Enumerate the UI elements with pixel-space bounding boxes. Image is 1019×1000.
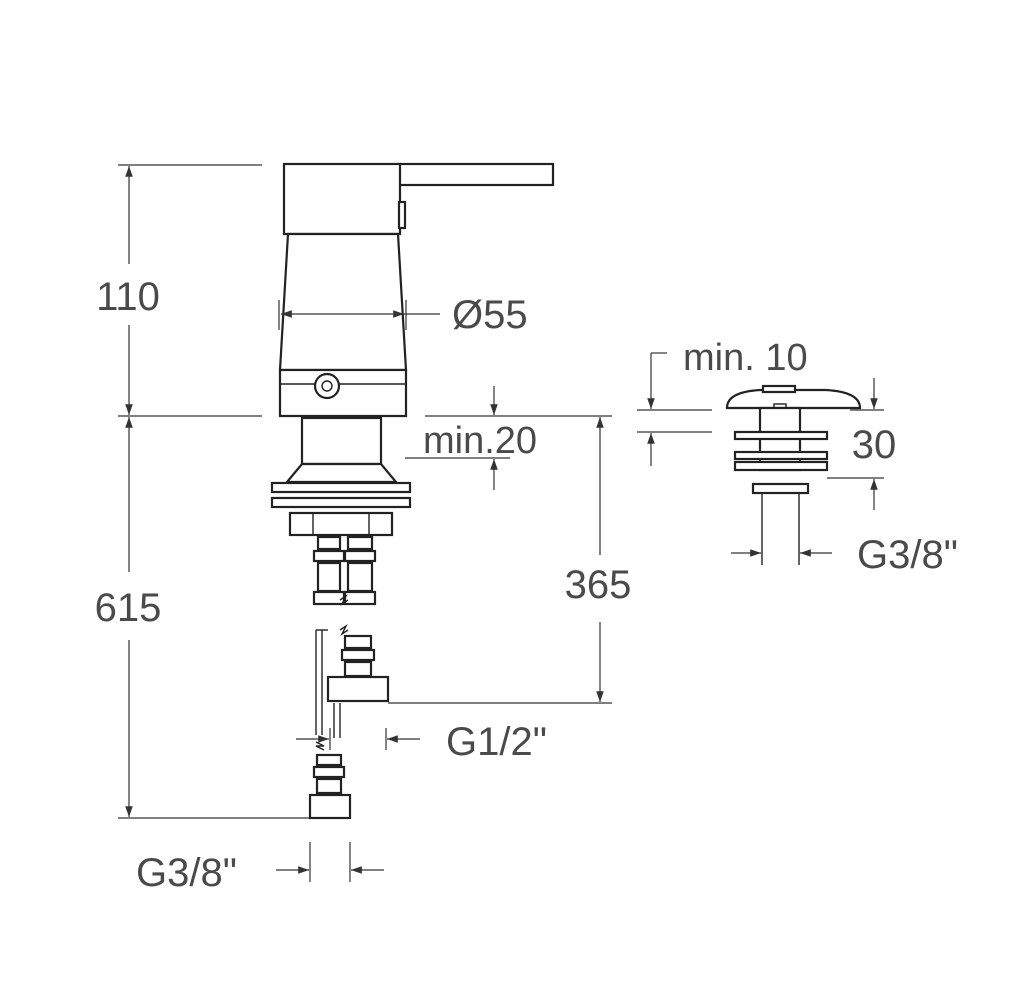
min-10-dimension bbox=[637, 352, 712, 466]
height-30-dimension bbox=[827, 378, 884, 510]
set-screw-outer bbox=[313, 372, 341, 400]
faucet-body bbox=[270, 162, 555, 820]
hose-fitting-right bbox=[343, 535, 377, 606]
depth-365-dimension bbox=[388, 417, 612, 704]
washer-top bbox=[270, 481, 412, 494]
shank bbox=[300, 416, 383, 466]
washer-bottom bbox=[270, 496, 412, 509]
thread-g38-bottom-dimension bbox=[276, 842, 384, 882]
thread-g12-dimension bbox=[296, 728, 420, 750]
break-mark-mid bbox=[339, 623, 349, 637]
label-height-110: 110 bbox=[96, 275, 160, 319]
height-dimension-group bbox=[118, 164, 310, 819]
diameter-dimension bbox=[278, 300, 440, 330]
fixing-nut bbox=[288, 511, 394, 537]
waste-cap-knob bbox=[761, 384, 797, 394]
set-screw-inner bbox=[321, 380, 333, 392]
label-thread-g38-right: G3/8" bbox=[857, 533, 958, 577]
base-collar bbox=[278, 368, 408, 418]
hose-fitting-left bbox=[312, 535, 346, 606]
waste-flange-1 bbox=[733, 430, 829, 441]
handle-block bbox=[282, 162, 402, 236]
waste-flange-3 bbox=[733, 460, 829, 472]
label-thread-g38-bottom: G3/8" bbox=[136, 851, 237, 895]
tapered-body bbox=[278, 232, 408, 372]
min-20-dimension bbox=[405, 386, 612, 490]
label-thread-g12: G1/2" bbox=[446, 720, 547, 764]
label-min-20: min.20 bbox=[423, 420, 537, 462]
hose-fitting-bottom bbox=[312, 753, 346, 795]
connection-nut-g12 bbox=[326, 675, 390, 703]
hose-fitting-lower bbox=[340, 634, 376, 678]
label-height-615: 615 bbox=[95, 586, 162, 630]
waste-nut bbox=[751, 482, 810, 495]
shank-flare bbox=[284, 462, 399, 484]
waste-flange-2 bbox=[733, 450, 829, 461]
pop-up-waste bbox=[725, 384, 862, 565]
label-min-10: min. 10 bbox=[683, 337, 808, 379]
lever-handle bbox=[396, 162, 555, 187]
waste-cap bbox=[725, 388, 862, 410]
handle-notch bbox=[397, 200, 407, 230]
label-height-30: 30 bbox=[852, 423, 897, 467]
connection-nut-g38 bbox=[308, 793, 352, 820]
break-mark-upper bbox=[339, 593, 349, 607]
break-mark-lower bbox=[315, 741, 325, 751]
label-diameter-55: Ø55 bbox=[452, 293, 528, 337]
label-depth-365: 365 bbox=[565, 563, 632, 607]
